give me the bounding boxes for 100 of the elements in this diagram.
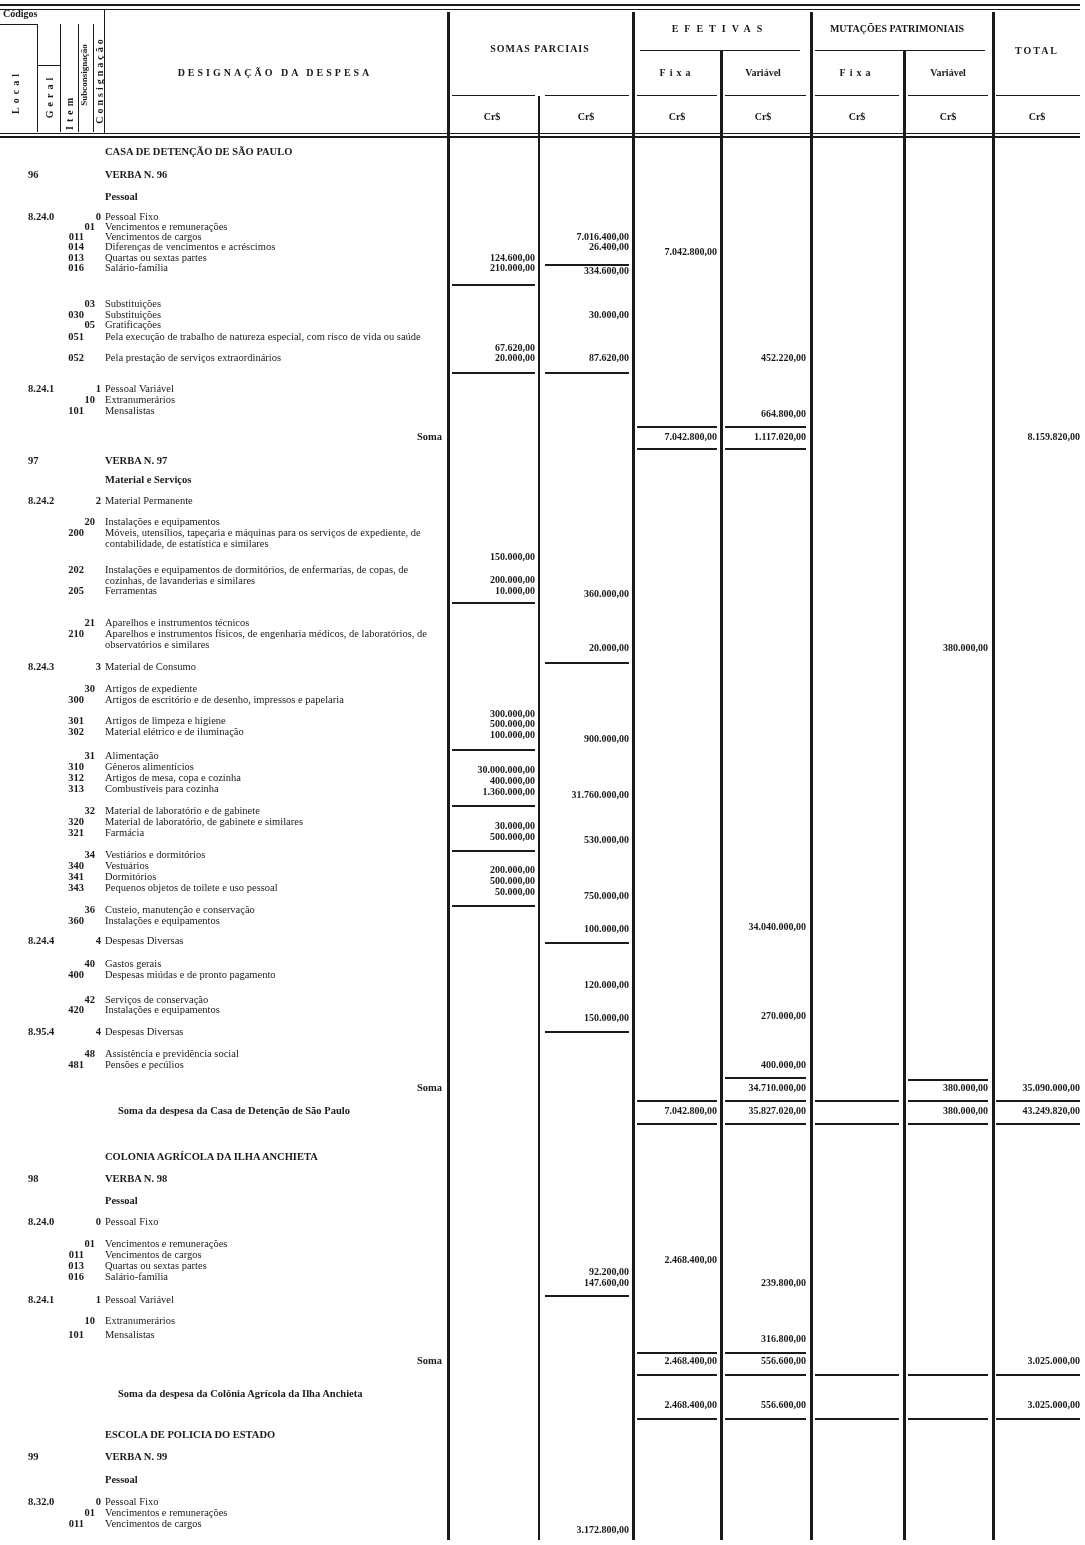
column-header: Cr$ [668, 110, 686, 122]
amount: 200.000,00 [490, 574, 535, 585]
amount: 20.000,00 [589, 642, 629, 653]
expense-description: Farmácia [105, 827, 145, 838]
amount: 124.600,00 [490, 252, 535, 263]
code-number: 312 [68, 772, 84, 783]
expense-description: Artigos de expediente [105, 683, 198, 694]
expense-description: Serviços de conservação [105, 994, 209, 1005]
code-number: 321 [68, 827, 84, 838]
amount: 7.042.800,00 [664, 246, 717, 257]
amount: 1.117.020,00 [754, 431, 806, 442]
code-number: 200 [68, 527, 84, 538]
expense-description: Mensalistas [105, 405, 155, 416]
expense-description: Despesas miúdas e de pronto pagamento [105, 969, 276, 980]
expense-description: Pessoal Variável [105, 1294, 174, 1305]
amount: 360.000,00 [584, 588, 629, 599]
code-number: 013 [68, 1260, 84, 1271]
code-number: 302 [68, 726, 84, 737]
amount: 900.000,00 [584, 733, 629, 744]
column-header: Local [9, 70, 21, 114]
code-number: 8.24.4 [28, 935, 55, 946]
expense-description: Gratificações [105, 319, 161, 330]
section-heading: Pessoal [105, 191, 138, 202]
code-number: 36 [84, 904, 95, 915]
code-number: 40 [84, 958, 95, 969]
amount: 3.025.000,00 [1027, 1399, 1080, 1410]
column-header: Variável [745, 66, 781, 78]
expense-description: Salário-família [105, 262, 168, 273]
code-number: 481 [68, 1059, 84, 1070]
sum-label: Soma [416, 431, 442, 442]
code-number: 8.24.1 [28, 1294, 55, 1305]
code-number: 05 [84, 319, 95, 330]
expense-description: Aparelhos e instrumentos técnicos [105, 617, 250, 628]
code-number: 301 [68, 715, 84, 726]
code-number: 400 [68, 969, 84, 980]
code-number: 01 [84, 1507, 95, 1518]
expense-description: Alimentação [105, 750, 159, 761]
amount: 34.710.000,00 [748, 1082, 806, 1093]
code-number: 101 [68, 405, 84, 416]
expense-description: Pela prestação de serviços extraordinários [105, 352, 282, 363]
amount: 500.000,00 [490, 875, 535, 886]
expense-description: Vestuários [105, 860, 149, 871]
amount: 239.800,00 [761, 1277, 806, 1288]
code-number: 011 [68, 1518, 84, 1529]
expense-description: Material de laboratório, de gabinete e similares [105, 816, 303, 827]
column-header: TOTAL [1014, 44, 1060, 56]
amount: 120.000,00 [584, 979, 629, 990]
amount: 556.600,00 [761, 1355, 806, 1366]
column-header: Item [63, 94, 75, 130]
column-header: EFETIVAS [671, 22, 769, 34]
expense-description: Aparelhos e instrumentos físicos, de engenharia médicos, de laboratórios, de observatórios e similares [105, 628, 428, 650]
code-number: 99 [28, 1451, 39, 1462]
amount: 334.600,00 [584, 265, 629, 276]
code-number: 10 [84, 394, 95, 405]
code-number: 016 [68, 1271, 84, 1282]
expense-description: Artigos de mesa, copa e cozinha [105, 772, 241, 783]
code-number: 96 [28, 169, 39, 180]
amount: 10.000,00 [495, 585, 535, 596]
column-header: Fixa [659, 66, 695, 78]
section-heading: COLONIA AGRÍCOLA DA ILHA ANCHIETA [105, 1151, 318, 1162]
code-number: 343 [68, 882, 84, 893]
code-number: 20 [84, 516, 95, 527]
amount: 35.090.000,00 [1022, 1082, 1080, 1093]
expense-description: Vencimentos e remunerações [105, 1238, 228, 1249]
expense-description: Ferramentas [105, 585, 157, 596]
column-header: Fixa [839, 66, 875, 78]
expense-description: Pessoal Variável [105, 383, 174, 394]
section-heading: VERBA N. 96 [105, 169, 168, 180]
sum-label: Soma da despesa da Casa de Detenção de São Paulo [118, 1105, 350, 1116]
code-number: 0 [95, 1496, 101, 1507]
amount: 150.000,00 [584, 1012, 629, 1023]
expense-description: Mensalistas [105, 1329, 155, 1340]
amount: 400.000,00 [761, 1059, 806, 1070]
code-number: 016 [68, 262, 84, 273]
amount: 7.016.400,00 [576, 231, 629, 242]
amount: 664.800,00 [761, 408, 806, 419]
expense-description: Material Permanente [105, 495, 193, 506]
expense-description: Pequenos objetos de toilete e uso pessoal [105, 882, 278, 893]
code-number: 42 [84, 994, 95, 1005]
code-number: 1 [95, 383, 101, 394]
amount: 750.000,00 [584, 890, 629, 901]
amount: 530.000,00 [584, 834, 629, 845]
code-number: 340 [68, 860, 84, 871]
amount: 452.220,00 [761, 352, 806, 363]
column-header: Cr$ [1028, 110, 1046, 122]
expense-description: Material de laboratório e de gabinete [105, 805, 260, 816]
amount: 380.000,00 [943, 1105, 988, 1116]
code-number: 420 [68, 1004, 84, 1015]
code-number: 2 [95, 495, 101, 506]
amount: 500.000,00 [490, 718, 535, 729]
amount: 100.000,00 [584, 923, 629, 934]
expense-description: Despesas Diversas [105, 935, 184, 946]
expense-description: Vencimentos e remunerações [105, 221, 228, 232]
code-number: 101 [68, 1329, 84, 1340]
expense-description: Vencimentos e remunerações [105, 1507, 228, 1518]
amount: 8.159.820,00 [1027, 431, 1080, 442]
code-number: 1 [95, 1294, 101, 1305]
sum-label: Soma [416, 1355, 442, 1366]
amount: 100.000,00 [490, 729, 535, 740]
code-number: 313 [68, 783, 84, 794]
